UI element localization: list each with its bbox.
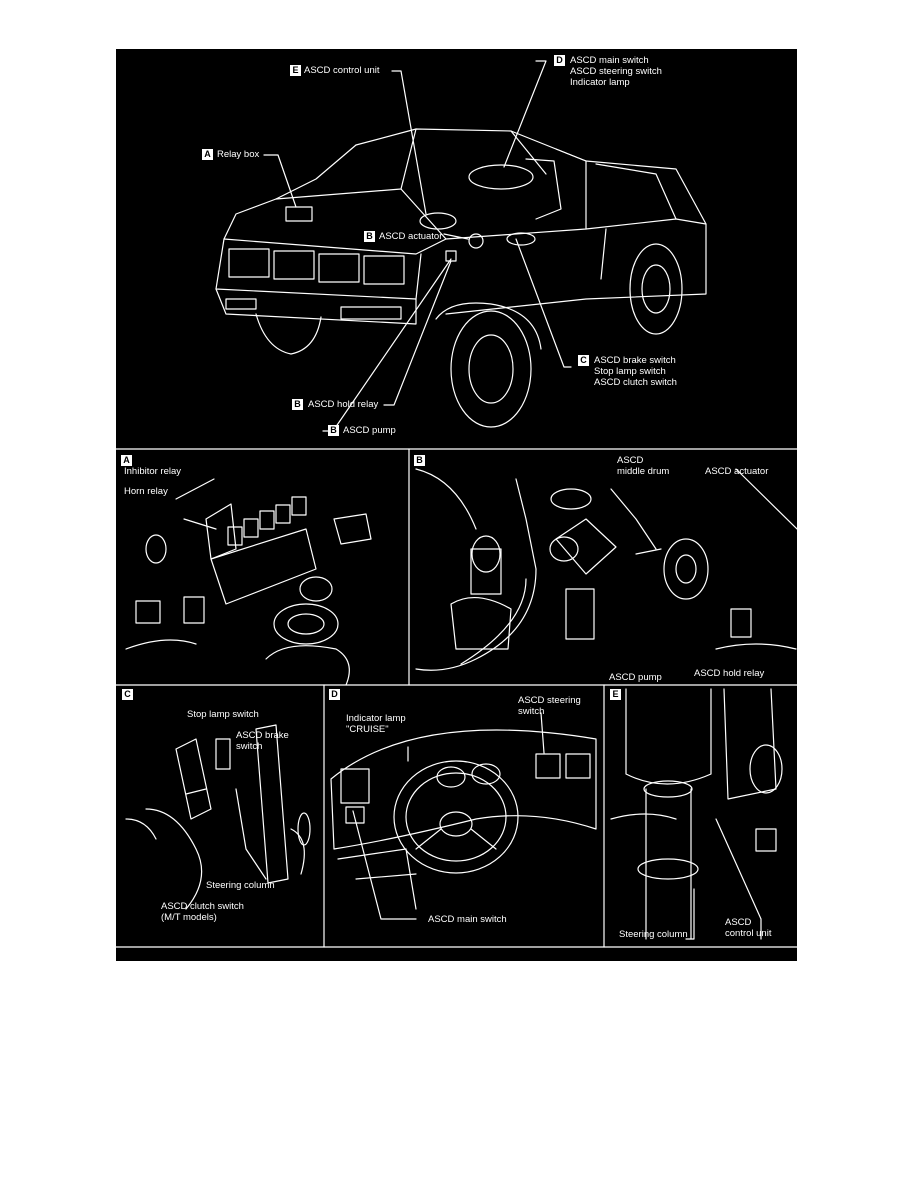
label-horn-relay: Horn relay xyxy=(124,486,168,497)
callout-letter-b-hold-relay: B xyxy=(292,399,303,410)
figure-code: AEL901A xyxy=(756,950,795,960)
truck-illustration xyxy=(215,60,707,432)
callout-letter-c: C xyxy=(578,355,589,366)
label-ascd-control-unit: ASCD control unit xyxy=(725,917,772,939)
callout-ascd-main-switch: ASCD main switch ASCD steering switch In… xyxy=(570,55,662,88)
panel-e-letter: E xyxy=(610,689,621,700)
label-ascd-middle-drum: ASCD middle drum xyxy=(617,455,670,477)
label-ascd-brake-switch: ASCD brake switch xyxy=(236,730,289,752)
callout-letter-b-pump: B xyxy=(328,425,339,436)
callout-letter-b-actuator: B xyxy=(364,231,375,242)
label-ascd-actuator: ASCD actuator xyxy=(705,466,769,477)
label-ascd-steering-switch: ASCD steering switch xyxy=(518,695,581,717)
label-ascd-hold-relay: ASCD hold relay xyxy=(694,668,765,679)
line-art xyxy=(116,60,797,948)
label-steering-column-c: Steering column xyxy=(206,880,275,891)
callout-letter-a: A xyxy=(202,149,213,160)
label-inhibitor-relay: Inhibitor relay xyxy=(124,466,182,477)
callout-letter-d: D xyxy=(554,55,565,66)
panel-d-letter: D xyxy=(329,689,340,700)
label-stop-lamp-switch: Stop lamp switch xyxy=(187,709,259,720)
label-indicator-lamp: Indicator lamp "CRUISE" xyxy=(346,713,406,735)
callout-ascd-control-unit: ASCD control unit xyxy=(304,65,380,76)
callout-relay-box: Relay box xyxy=(217,149,260,160)
label-ascd-main-switch: ASCD main switch xyxy=(428,914,507,925)
figure-frame: E ASCD control unit D ASCD main switch A… xyxy=(116,49,797,961)
label-ascd-pump: ASCD pump xyxy=(609,672,662,683)
callout-ascd-actuator: ASCD actuator xyxy=(379,231,443,242)
callout-letter-e: E xyxy=(290,65,301,76)
panel-c-letter: C xyxy=(122,689,133,700)
callout-ascd-brake-switch: ASCD brake switch Stop lamp switch ASCD … xyxy=(594,355,677,388)
panel-a-letter: A xyxy=(121,455,132,466)
callout-ascd-pump: ASCD pump xyxy=(343,425,396,436)
panel-b-letter: B xyxy=(414,455,425,466)
callout-ascd-hold-relay: ASCD hold relay xyxy=(308,399,379,410)
label-ascd-clutch-switch: ASCD clutch switch (M/T models) xyxy=(161,901,244,923)
label-steering-column-e: Steering column xyxy=(619,929,688,940)
